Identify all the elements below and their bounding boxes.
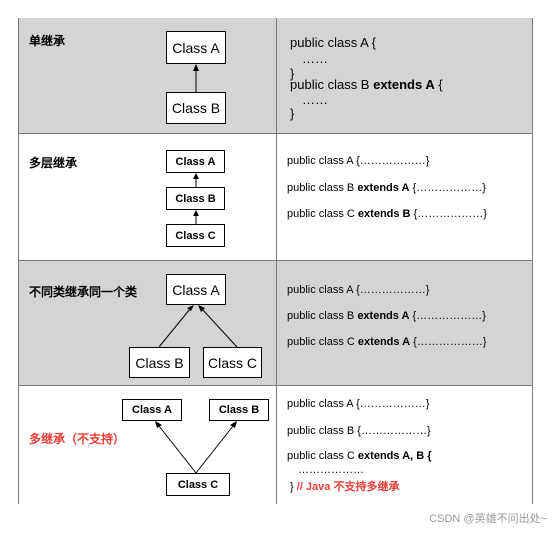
arrow-c-to-a bbox=[158, 425, 197, 474]
row-title: 多继承（不支持） bbox=[29, 432, 126, 446]
row-separator bbox=[18, 385, 533, 386]
code-line: public class A {………………} bbox=[287, 284, 430, 296]
inheritance-arrows bbox=[155, 421, 237, 474]
arrow-c-to-a bbox=[201, 308, 238, 348]
inheritance-arrows bbox=[193, 173, 199, 224]
code-line: public class B extends A {………………} bbox=[287, 182, 486, 194]
row-title: 不同类继承同一个类 bbox=[29, 285, 138, 299]
class-a-box: Class A bbox=[166, 31, 226, 64]
class-b-box: Class B bbox=[166, 187, 225, 210]
column-divider bbox=[276, 134, 277, 260]
code-line: public class A {………………} bbox=[287, 155, 430, 167]
arrow-c-to-b bbox=[195, 425, 234, 474]
code-line: public class A { bbox=[290, 35, 376, 50]
code-line: public class B {………………} bbox=[287, 425, 431, 437]
row-single-inheritance: 单继承 Class A Class B public class A { …… … bbox=[18, 18, 533, 133]
code-comment-line: } // Java 不支持多继承 bbox=[290, 481, 400, 493]
column-divider bbox=[276, 261, 277, 385]
arrow-head bbox=[193, 64, 199, 71]
code-line: public class B extends A { bbox=[290, 77, 443, 92]
code-line: ……………… bbox=[298, 464, 364, 476]
arrow-head bbox=[187, 305, 194, 311]
row-multiple-inheritance: 多继承（不支持） Class A Class B Class C public … bbox=[18, 386, 533, 504]
column-divider bbox=[276, 386, 277, 504]
inheritance-arrows bbox=[158, 305, 238, 348]
column-divider bbox=[276, 18, 277, 133]
code-line: public class C extends A, B { bbox=[287, 450, 432, 462]
row-separator bbox=[18, 133, 533, 134]
class-b-box: Class B bbox=[129, 347, 190, 378]
row-separator bbox=[18, 260, 533, 261]
code-line: …… bbox=[302, 51, 328, 66]
class-b-box: Class B bbox=[166, 92, 226, 124]
row-hierarchical-inheritance: 不同类继承同一个类 Class A Class B Class C public… bbox=[18, 261, 533, 385]
code-line: public class A {………………} bbox=[287, 398, 430, 410]
arrow-head bbox=[230, 421, 237, 428]
code-comment: // Java 不支持多继承 bbox=[296, 481, 400, 493]
code-line: public class C extends A {………………} bbox=[287, 336, 487, 348]
arrow-head bbox=[193, 210, 199, 216]
row-multilevel-inheritance: 多层继承 Class A Class B Class C public clas… bbox=[18, 134, 533, 260]
class-c-box: Class C bbox=[203, 347, 262, 378]
class-a-box: Class A bbox=[166, 274, 226, 305]
arrow-head bbox=[155, 421, 162, 428]
class-a-box: Class A bbox=[122, 399, 182, 421]
class-c-box: Class C bbox=[166, 473, 230, 496]
class-b-box: Class B bbox=[209, 399, 269, 421]
arrow-head bbox=[193, 173, 199, 179]
inheritance-arrows bbox=[193, 64, 199, 92]
code-line: public class B extends A {………………} bbox=[287, 310, 486, 322]
arrow-head bbox=[198, 305, 205, 312]
class-a-box: Class A bbox=[166, 150, 225, 173]
class-c-box: Class C bbox=[166, 224, 225, 247]
code-line: } bbox=[290, 66, 295, 81]
arrow-b-to-a bbox=[158, 308, 191, 348]
code-line: } bbox=[290, 106, 295, 121]
code-line: public class C extends B {………………} bbox=[287, 208, 487, 220]
code-line: …… bbox=[302, 92, 328, 107]
row-title: 多层继承 bbox=[29, 156, 78, 170]
row-title: 单继承 bbox=[29, 34, 66, 48]
watermark: CSDN @英雄不问出处~ bbox=[429, 513, 547, 525]
